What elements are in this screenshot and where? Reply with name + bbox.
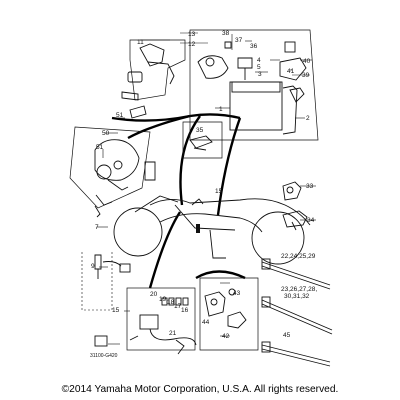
callout-23-26-27-28: 23,26,27,28, xyxy=(281,286,317,293)
callout-5: 5 xyxy=(257,64,261,71)
callout-42: 42 xyxy=(222,333,230,340)
callout-43: 43 xyxy=(233,290,241,297)
copyright-notice: ©2014 Yamaha Motor Corporation, U.S.A. A… xyxy=(62,384,339,395)
left-frame-section xyxy=(69,39,186,218)
callout-40: 40 xyxy=(303,58,311,65)
callout-22-24-25-29: 22,24,25,29 xyxy=(281,253,316,260)
callout-15-left: 15 xyxy=(112,307,120,314)
callout-18: 18 xyxy=(167,299,175,306)
callout-19: 19 xyxy=(159,296,167,303)
callout-3: 3 xyxy=(258,71,262,78)
callout-17: 17 xyxy=(174,303,182,310)
callout-9: 9 xyxy=(91,263,95,270)
motorcycle-outline xyxy=(113,195,311,265)
relay-35 xyxy=(182,121,223,159)
callout-21: 21 xyxy=(169,330,177,337)
callout-44: 44 xyxy=(202,319,210,326)
callout-51-top: 51 xyxy=(116,112,124,119)
cable-ties xyxy=(261,258,333,367)
callout-numbers: 11 13 12 38 37 36 40 4 5 3 41 39 1 2 51 … xyxy=(90,30,317,359)
callout-33: 33 xyxy=(306,183,314,190)
callout-36: 36 xyxy=(250,43,258,50)
diagram-code: 31100-G420 xyxy=(90,353,118,359)
sensor-9 xyxy=(81,252,131,311)
callout-1: 1 xyxy=(219,106,223,113)
callout-38: 38 xyxy=(222,30,230,37)
callout-2: 2 xyxy=(306,115,310,122)
callout-50: 50 xyxy=(102,130,110,137)
callout-11: 11 xyxy=(137,39,144,46)
callout-20: 20 xyxy=(150,291,158,298)
battery-section xyxy=(189,29,319,141)
sensor-group-42-44 xyxy=(199,277,259,351)
callout-51-mid: 51 xyxy=(96,144,104,151)
callout-39: 39 xyxy=(302,72,310,79)
group-connector-lines xyxy=(111,113,246,289)
callout-41: 41 xyxy=(287,68,295,75)
callout-7: 7 xyxy=(95,224,99,231)
callout-15-mid: 15 xyxy=(215,188,223,195)
fuse-box-section xyxy=(94,287,197,355)
callout-16: 16 xyxy=(181,307,189,314)
callout-35: 35 xyxy=(196,127,204,134)
leader-lines xyxy=(97,32,316,345)
callout-13: 13 xyxy=(188,31,196,38)
callout-34: 34 xyxy=(307,217,315,224)
callout-30-31-32: 30,31,32 xyxy=(284,293,310,300)
callout-37: 37 xyxy=(235,37,243,44)
callout-12: 12 xyxy=(188,41,196,48)
callout-4: 4 xyxy=(257,57,261,64)
right-sensors xyxy=(282,181,308,231)
callout-45: 45 xyxy=(283,332,291,339)
